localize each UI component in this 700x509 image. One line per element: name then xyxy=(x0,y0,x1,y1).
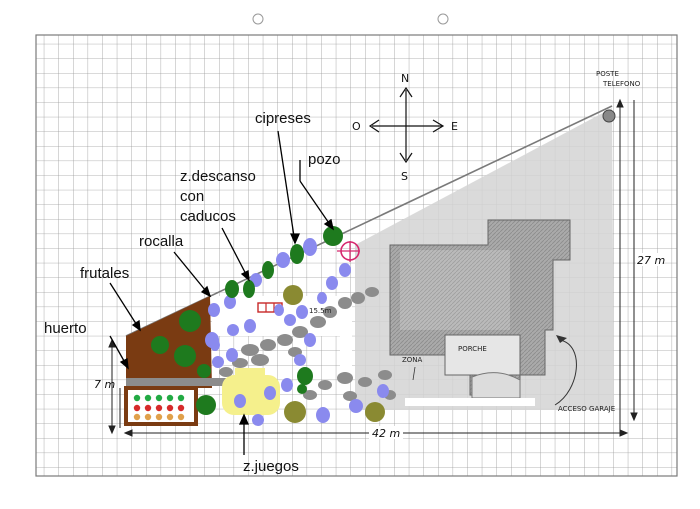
poste-label-1: POSTE xyxy=(596,70,619,78)
porche-label: PORCHE xyxy=(458,345,487,353)
label-pozo: pozo xyxy=(308,151,341,168)
caducos-trees xyxy=(283,285,385,423)
dimension-27m: 27 m xyxy=(637,254,665,267)
juegos-area-top xyxy=(235,368,265,378)
fruit-tree xyxy=(174,345,196,367)
shrubs xyxy=(205,238,389,426)
compass-north: N xyxy=(401,72,409,85)
compass-east: E xyxy=(451,120,458,133)
dimension-7m: 7 m xyxy=(94,378,115,391)
callout-lines xyxy=(109,130,334,455)
side-path xyxy=(340,300,352,375)
porch-steps xyxy=(471,372,521,399)
fruit-tree xyxy=(151,336,169,354)
binder-hole-left xyxy=(252,13,264,25)
porche-area xyxy=(444,334,521,376)
label-juegos: z.juegos xyxy=(243,458,299,475)
huerto-plants xyxy=(133,394,185,421)
poste-label-2: TELEFONO xyxy=(602,80,641,88)
front-path xyxy=(405,398,535,406)
fruit-tree xyxy=(197,364,211,378)
label-zona-descanso-2: con xyxy=(180,188,204,205)
label-huerto: huerto xyxy=(44,320,87,337)
label-zona-descanso-3: caducos xyxy=(180,208,236,225)
cipreses-trees xyxy=(225,244,313,394)
dim-bg-27 xyxy=(636,253,662,266)
walkway-band xyxy=(126,378,226,386)
label-rocalla: rocalla xyxy=(139,233,184,250)
acceso-garaje-label: ACCESO GARAJE xyxy=(558,405,615,413)
house-roof-shading xyxy=(400,250,510,330)
measure-15-label: 15.5m xyxy=(309,307,332,315)
pozo-tree xyxy=(323,226,343,246)
compass-west: O xyxy=(352,120,361,133)
telephone-pole-icon xyxy=(602,109,616,123)
zona-label: ZONA xyxy=(402,356,423,364)
label-cipreses: cipreses xyxy=(255,110,311,127)
label-frutales: frutales xyxy=(80,265,129,282)
compass xyxy=(368,86,445,164)
garage-arrow xyxy=(554,339,577,406)
dim-bg-42 xyxy=(369,426,403,439)
dimension-42m: 42 m xyxy=(372,427,400,440)
fruit-tree xyxy=(179,310,201,332)
binder-hole-right xyxy=(437,13,449,25)
fruit-tree xyxy=(196,395,216,415)
compass-south: S xyxy=(401,170,408,183)
rocalla-stones xyxy=(219,287,396,401)
label-zona-descanso-1: z.descanso xyxy=(180,168,256,185)
